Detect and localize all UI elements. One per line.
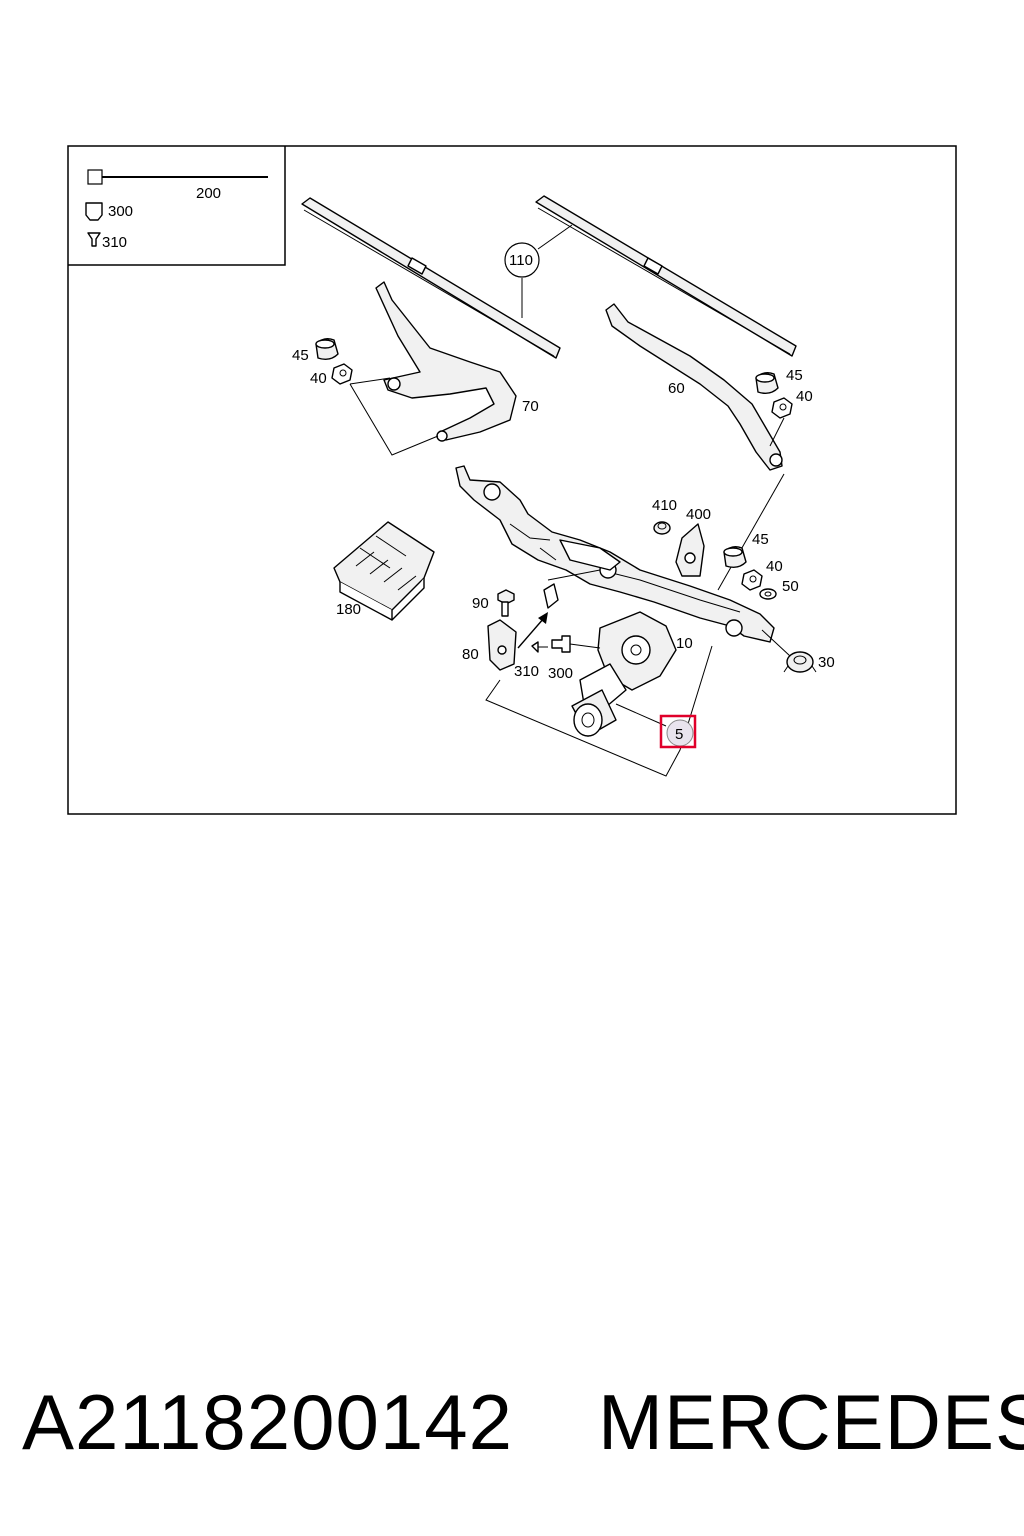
label-50: 50 <box>782 578 799 595</box>
label-45-lower: 45 <box>752 531 769 548</box>
label-400: 400 <box>686 506 711 523</box>
legend-connector-number: 300 <box>108 203 133 220</box>
part-30 <box>783 651 817 673</box>
highlight-box <box>659 714 697 749</box>
grommet-410 <box>653 521 671 535</box>
label-300: 300 <box>548 665 573 682</box>
label-310: 310 <box>514 663 539 680</box>
nut-40-lower <box>741 569 763 591</box>
mount-arrow <box>517 583 559 649</box>
terminal-310 <box>531 641 548 653</box>
legend-box: 200 300 310 <box>68 146 286 266</box>
footer: A2118200142 MERCEDES <box>0 1372 1024 1482</box>
callout-110: 110 <box>504 224 573 318</box>
nut-40-left <box>331 363 353 385</box>
label-90: 90 <box>472 595 489 612</box>
legend-terminal-number: 310 <box>102 234 127 251</box>
label-80: 80 <box>462 646 479 663</box>
cap-45-lower <box>723 545 747 569</box>
label-10: 10 <box>676 635 693 652</box>
label-60: 60 <box>668 380 685 397</box>
control-unit-180 <box>333 521 435 621</box>
connector-300 <box>551 635 601 653</box>
cap-45-left <box>315 337 339 361</box>
legend-cable-number: 200 <box>196 185 221 202</box>
label-45-right: 45 <box>786 367 803 384</box>
left-wiper-arm <box>375 281 517 442</box>
bracket-400 <box>675 523 705 577</box>
bracket-80 <box>487 619 517 671</box>
label-410: 410 <box>652 497 677 514</box>
label-45-left: 45 <box>292 347 309 364</box>
bolt-90 <box>497 589 515 617</box>
label-30: 30 <box>818 654 835 671</box>
wiper-linkage <box>455 465 775 643</box>
label-40-left: 40 <box>310 370 327 387</box>
label-5: 5 <box>675 726 683 743</box>
brand-name: MERCEDES <box>598 1378 1024 1466</box>
cap-45-right <box>755 371 779 395</box>
label-70: 70 <box>522 398 539 415</box>
right-wiper-arm <box>605 303 783 471</box>
right-wiper-blade <box>535 195 797 357</box>
left-wiper-blade <box>301 197 561 359</box>
diagram-frame <box>67 145 957 815</box>
part-number: A2118200142 <box>22 1378 514 1466</box>
washer-50 <box>759 588 777 600</box>
label-180: 180 <box>336 601 361 618</box>
callout-5-highlighted[interactable]: 5 <box>659 714 697 749</box>
label-40-right: 40 <box>796 388 813 405</box>
wiper-motor-10 <box>571 611 677 737</box>
label-110: 110 <box>509 252 533 269</box>
nut-40-right <box>771 397 793 419</box>
label-40-lower: 40 <box>766 558 783 575</box>
